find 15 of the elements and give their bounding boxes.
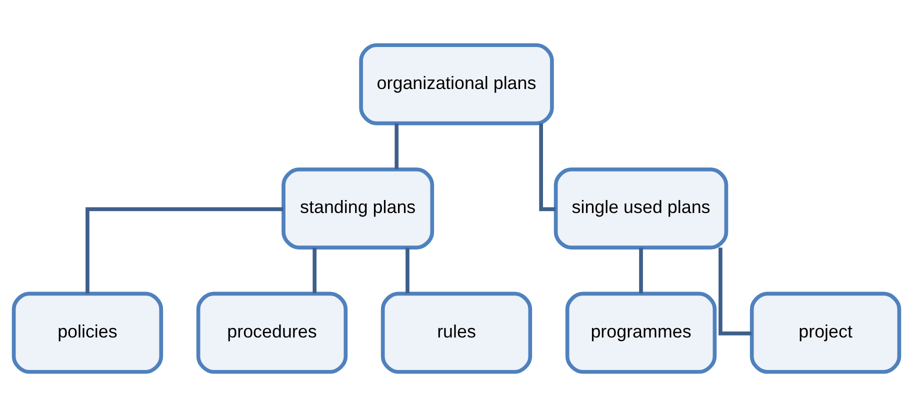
connector — [718, 247, 752, 335]
node-box: organizational plans — [359, 42, 554, 125]
connector — [86, 206, 284, 294]
node-box: programmes — [565, 291, 717, 374]
connector — [394, 123, 399, 168]
node-box: project — [750, 291, 902, 374]
node-box: procedures — [196, 291, 348, 374]
connector — [406, 247, 410, 293]
node-box: standing plans — [282, 167, 434, 249]
node-box: single used plans — [554, 167, 728, 249]
connector — [312, 247, 317, 293]
node-box: policies — [12, 291, 164, 374]
node-box: rules — [380, 291, 532, 374]
connector — [639, 247, 643, 293]
connector — [539, 122, 556, 211]
